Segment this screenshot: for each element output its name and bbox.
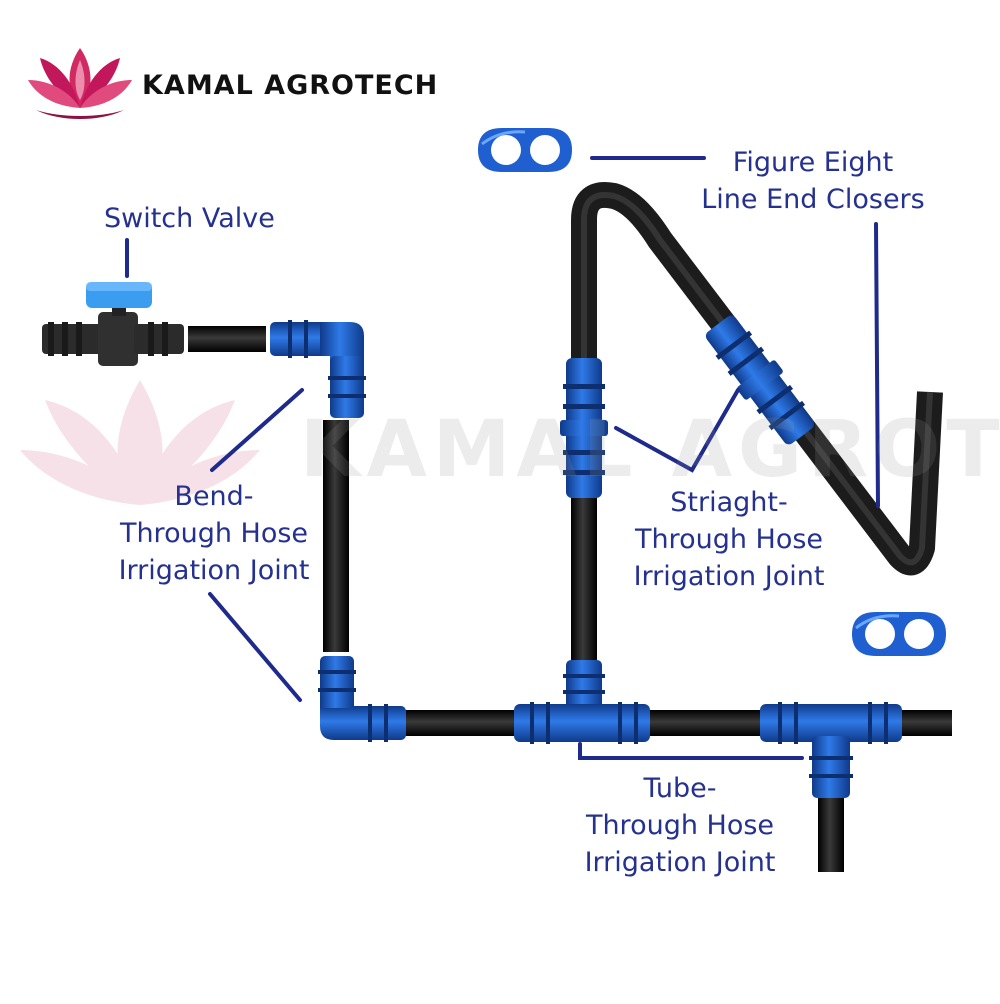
watermark-lotus-icon — [20, 380, 260, 505]
connector-bend-top — [210, 388, 304, 472]
label-line: Through Hose — [634, 524, 824, 555]
hose-segment — [648, 710, 760, 736]
connector-bend-bottom — [208, 592, 302, 702]
tee-joint-middle — [514, 660, 650, 744]
figure-eight-closer-bottom — [852, 612, 946, 656]
lotus-icon — [28, 48, 132, 119]
straight-joint-diagonal — [705, 315, 815, 445]
label-line: Striaght- — [670, 487, 788, 518]
connector-lines — [125, 156, 880, 760]
connector-figure-eight-down — [874, 222, 880, 508]
figure-eight-closer-top — [478, 128, 572, 172]
label-switch-valve: Switch Valve — [104, 200, 275, 237]
hose-segment — [323, 420, 349, 652]
bend-joint-top — [270, 320, 366, 418]
label-line: Line End Closers — [701, 184, 925, 215]
connector-tube — [578, 742, 804, 760]
hose-segment — [900, 710, 952, 736]
connector-straight — [614, 388, 740, 473]
label-line: Through Hose — [119, 518, 309, 549]
hose-segment — [404, 710, 514, 736]
label-line: Figure Eight — [732, 147, 894, 178]
hose-segment — [818, 796, 844, 872]
straight-joint-vertical — [560, 358, 608, 498]
label-line: Irrigation Joint — [584, 847, 776, 878]
tee-joint-right — [760, 702, 902, 798]
label-figure-eight: Figure Eight Line End Closers — [684, 144, 942, 218]
bend-joint-bottom — [318, 656, 406, 742]
hose-segment — [188, 326, 266, 352]
brand-name: KAMAL AGROTECH — [142, 70, 439, 101]
label-line: Through Hose — [585, 810, 775, 841]
label-straight-joint: Striaght- Through Hose Irrigation Joint — [604, 484, 854, 595]
switch-valve — [42, 282, 184, 366]
label-line: Bend- — [174, 481, 254, 512]
label-line: Switch Valve — [104, 203, 275, 234]
label-line: Tube- — [643, 773, 717, 804]
hose-segment — [571, 496, 597, 660]
label-tube-joint: Tube- Through Hose Irrigation Joint — [550, 770, 810, 881]
label-line: Irrigation Joint — [118, 555, 310, 586]
label-bend-joint: Bend- Through Hose Irrigation Joint — [64, 478, 364, 589]
brand-watermark: KAMAL AGROTECH — [300, 405, 1000, 495]
label-line: Irrigation Joint — [633, 561, 825, 592]
